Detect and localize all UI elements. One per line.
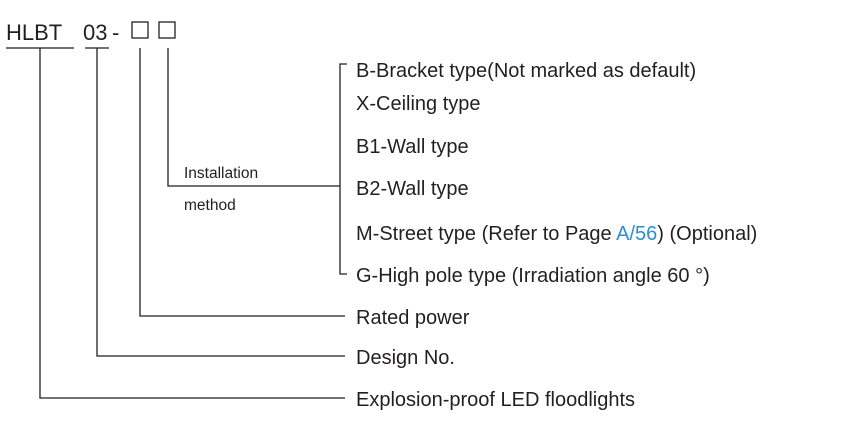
rated-power-placeholder-box — [131, 21, 149, 39]
model-series: 03 — [83, 20, 107, 45]
installation-placeholder-box — [158, 21, 176, 39]
option-bracket-type: B-Bracket type(Not marked as default) — [356, 60, 696, 82]
install-label-line1: Installation — [184, 165, 258, 182]
design-no-leader-line — [96, 48, 345, 357]
label-rated-power: Rated power — [356, 307, 470, 329]
option-street-type: M-Street type (Refer to Page A/56) (Opti… — [356, 223, 757, 245]
option-wall-b2: B2-Wall type — [356, 178, 469, 200]
rated-power-leader-line — [139, 48, 345, 317]
street-text-after: ) (Optional) — [657, 223, 757, 245]
install-label-line2: method — [184, 197, 236, 214]
product-leader-line — [39, 48, 345, 399]
model-dash: - — [112, 20, 119, 45]
label-product: Explosion-proof LED floodlights — [356, 389, 635, 411]
install-options-bracket — [339, 63, 347, 275]
page-reference-link[interactable]: A/56 — [616, 223, 657, 245]
model-prefix: HLBT — [6, 20, 62, 45]
option-wall-b1: B1-Wall type — [356, 136, 469, 158]
option-high-pole: G-High pole type (Irradiation angle 60 °… — [356, 265, 710, 287]
installation-leader-line — [167, 48, 340, 187]
street-text-before: M-Street type (Refer to Page — [356, 223, 616, 245]
label-design-no: Design No. — [356, 347, 455, 369]
option-ceiling-type: X-Ceiling type — [356, 93, 481, 115]
